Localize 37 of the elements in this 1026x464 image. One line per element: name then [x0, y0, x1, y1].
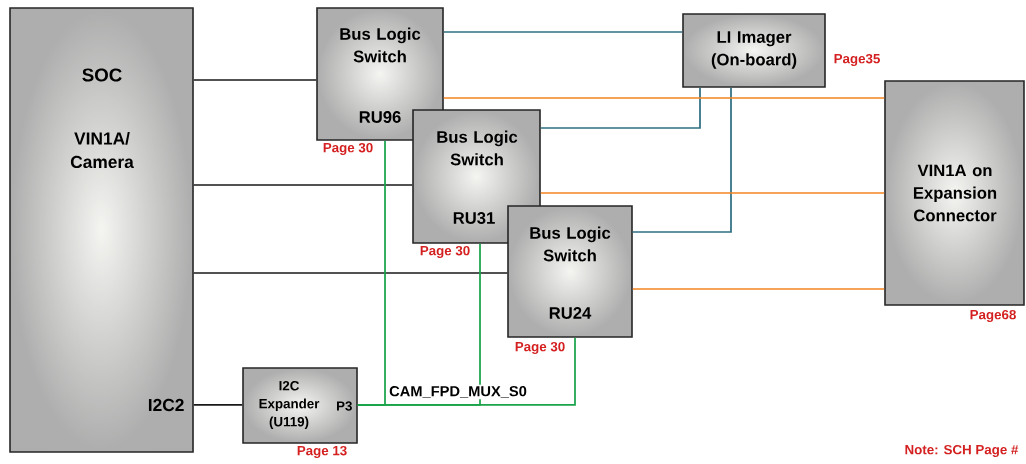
connector-line: [539, 86, 701, 129]
box-label: P3: [337, 401, 352, 411]
block-box: [507, 205, 633, 338]
connector-line: [192, 404, 244, 406]
note: Note: SCH Page #: [905, 444, 1019, 458]
box-label: Bus Logic Switch: [437, 130, 518, 166]
box-label: Bus Logic Switch: [340, 27, 421, 63]
connector-line: [631, 288, 886, 290]
box-label: VIN1A on Expansion Connector: [913, 164, 997, 222]
page-reference: Page 30: [420, 245, 470, 259]
block-box: [242, 367, 358, 444]
page-reference: Page 30: [323, 142, 373, 156]
box-label: LI Imager (On-board): [711, 31, 797, 69]
edge-label: CAM_FPD_MUX_S0: [387, 384, 529, 400]
box-label: RU31: [453, 212, 495, 224]
box-label: Bus Logic Switch: [530, 226, 611, 262]
connector-line: [442, 31, 684, 33]
connector-line: [631, 86, 732, 233]
page-reference: Page68: [970, 309, 1016, 323]
connector-line: [442, 97, 886, 99]
box-label: VIN1A/ Camera: [70, 131, 134, 169]
page-reference: Page35: [834, 53, 880, 67]
box-label: RU24: [549, 307, 592, 319]
block-box: [9, 7, 194, 453]
connector-line: [192, 272, 509, 274]
connector-line: [356, 336, 576, 406]
connector-line: [539, 192, 886, 194]
box-label: RU96: [359, 111, 401, 123]
page-reference: Page 30: [515, 341, 565, 355]
box-label: I2C2: [148, 398, 184, 412]
block-box: [682, 13, 826, 88]
connector-line: [192, 79, 318, 81]
box-label: I2C Expander (U119): [259, 380, 320, 429]
page-reference: Page 13: [297, 445, 347, 459]
block-box: [884, 80, 1025, 306]
connector-line: [192, 184, 414, 186]
box-label: SOC: [82, 68, 122, 82]
